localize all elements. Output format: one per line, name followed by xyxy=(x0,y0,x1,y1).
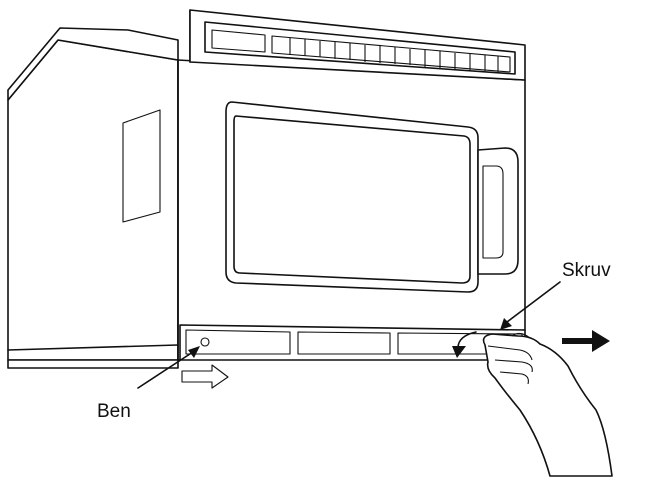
side-vent xyxy=(122,109,161,223)
air-filter-panel xyxy=(179,324,526,361)
leg-hole xyxy=(200,337,210,347)
oven-base xyxy=(7,344,179,369)
control-panel xyxy=(204,21,516,75)
screw-pointer xyxy=(500,281,561,330)
leg-label: Ben xyxy=(97,401,131,422)
oven-door xyxy=(225,101,519,293)
pull-direction-arrow-icon xyxy=(562,330,610,352)
rotation-arrow-icon xyxy=(452,331,477,358)
screw-label: Skruv xyxy=(562,260,611,281)
display-window xyxy=(211,29,266,53)
door-window xyxy=(233,115,471,284)
oven-side-panel xyxy=(7,27,179,361)
keypad-strip xyxy=(271,35,511,73)
filter-section-2 xyxy=(297,331,391,355)
slide-direction-arrow-icon xyxy=(181,364,229,389)
keypad-buttons xyxy=(289,38,499,72)
leg-pointer xyxy=(137,346,200,389)
hand-illustration xyxy=(482,332,613,477)
filter-section-1 xyxy=(185,329,291,355)
